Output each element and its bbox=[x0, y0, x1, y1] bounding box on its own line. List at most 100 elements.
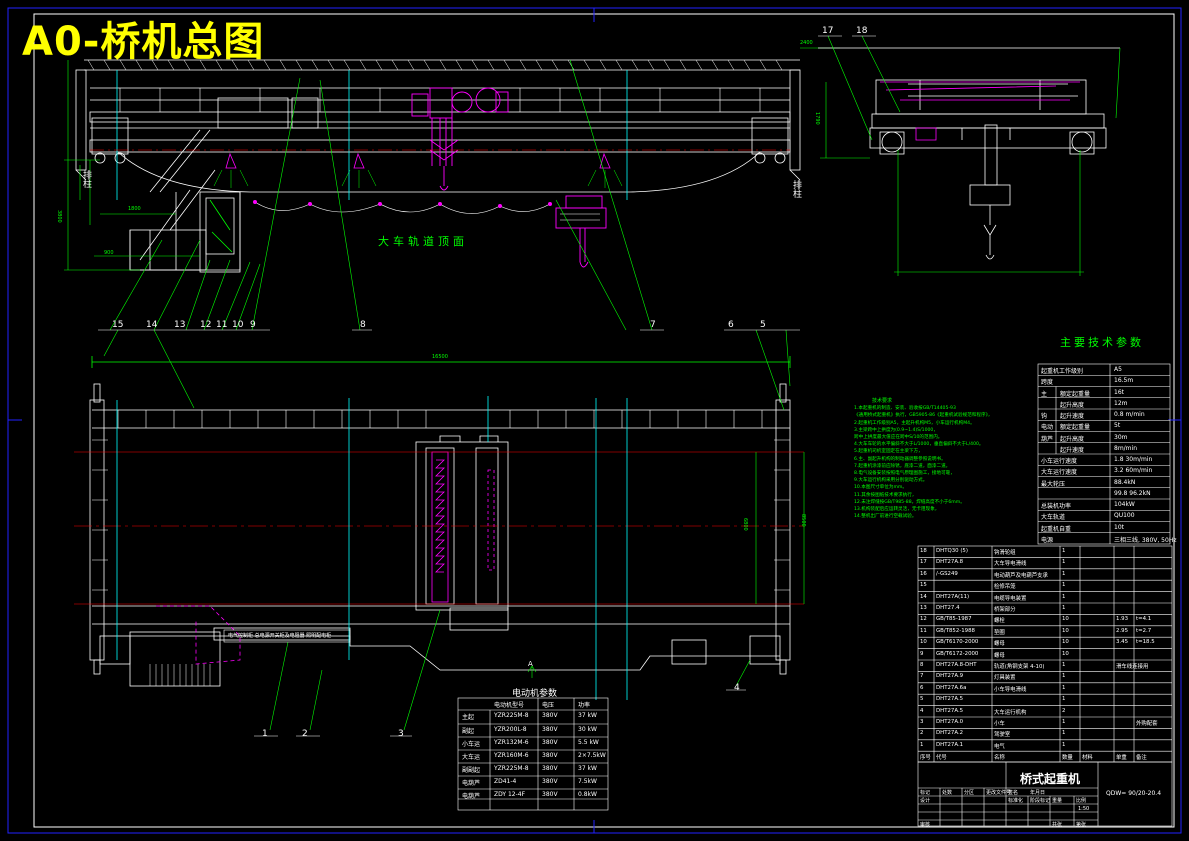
bom-cell: DHT27A.0 bbox=[936, 719, 964, 725]
tech-param-sublabel: 起升速度 bbox=[1060, 413, 1085, 420]
bom-cell: GB/T6170-2000 bbox=[936, 639, 979, 646]
motor-cell: 小车运 bbox=[462, 741, 481, 748]
bom-cell: 10 bbox=[1062, 627, 1069, 634]
electrical-panel-box bbox=[223, 629, 351, 643]
bom-cell: 检修吊笼 bbox=[994, 584, 1016, 591]
dim-top-right: 2400 bbox=[800, 40, 813, 46]
motor-params-heading: 电动机参数 bbox=[512, 689, 558, 699]
motor-cell: 大车运 bbox=[462, 754, 481, 761]
section-mark: A bbox=[528, 660, 533, 668]
title-block-label: 标记 bbox=[920, 790, 931, 796]
tech-param-sublabel: 额定起重量 bbox=[1060, 390, 1091, 398]
bom-cell: 15 bbox=[920, 582, 927, 589]
dim-side-width: 1790 bbox=[814, 112, 820, 125]
note-line: 14.整机出厂前进行空载试验。 bbox=[854, 514, 917, 520]
callout-15: 15 bbox=[112, 320, 124, 330]
motor-cell: 380V bbox=[542, 752, 558, 759]
tech-param-value: 三相三线, 380V, 50Hz bbox=[1114, 536, 1177, 544]
column-label-left: 排柱 bbox=[81, 170, 91, 188]
bom-cell: 1 bbox=[1062, 582, 1066, 589]
bom-grid bbox=[917, 545, 1173, 763]
bom-cell: t=2.7 bbox=[1136, 627, 1152, 634]
callout-8: 8 bbox=[360, 320, 366, 330]
bom-cell: 灯具装置 bbox=[994, 675, 1016, 682]
bom-cell: 9 bbox=[920, 650, 924, 657]
callout-10: 10 bbox=[232, 320, 244, 330]
bom-cell: DHT27A(11) bbox=[936, 593, 970, 600]
motor-cell: 副起 bbox=[462, 728, 475, 735]
note-line: 13.机构装配后应运转灵活，无卡阻现象， bbox=[854, 507, 940, 513]
bom-cell: 螺母 bbox=[994, 652, 1005, 659]
callout-7: 7 bbox=[650, 320, 656, 330]
note-line: 《通用桥式起重机》执行，GB5905-86《起重机试验规范和程序》， bbox=[854, 413, 993, 419]
title-block-label: 分区 bbox=[964, 790, 975, 796]
column-label-right: 排柱 bbox=[791, 180, 801, 198]
tech-param-sublabel: 起升速度 bbox=[1060, 446, 1085, 454]
title-block-label: 签名 bbox=[1008, 790, 1019, 796]
bom-cell: 1 bbox=[1062, 593, 1066, 600]
bom-cell: 17 bbox=[920, 559, 927, 566]
bom-cell: 螺母 bbox=[994, 641, 1005, 648]
bom-cell: 1 bbox=[1062, 673, 1066, 680]
title-block-label: 共张 bbox=[1052, 822, 1063, 828]
bom-cell: 1 bbox=[1062, 719, 1066, 725]
callout-13: 13 bbox=[174, 320, 186, 330]
bom-cell: /-GS249 bbox=[936, 570, 958, 577]
motor-header-cell: 电动机型号 bbox=[494, 702, 525, 709]
bom-cell: 2.95 bbox=[1116, 627, 1129, 634]
tech-param-sublabel: 额定起重量 bbox=[1060, 424, 1091, 432]
note-line: 12.未注焊缝按GB/T985-88，焊缝高度不小于6mm。 bbox=[854, 499, 965, 505]
drawing-name: 桥式起重机 bbox=[1020, 772, 1081, 786]
tech-param-value: A5 bbox=[1114, 366, 1122, 373]
bom-cell: 1 bbox=[1062, 605, 1066, 611]
bom-cell: 12 bbox=[920, 616, 927, 623]
bom-cell: DHT27A.2 bbox=[936, 730, 964, 737]
tech-param-label: 起重机工作级别 bbox=[1041, 368, 1084, 375]
side-elevation-view bbox=[818, 47, 1120, 260]
dim-left-height: 3800 bbox=[56, 210, 62, 223]
note-line: 6.主、副起升机构的制动器调整参照说明书。 bbox=[854, 456, 946, 462]
note-line: 3.主梁跨中上拱度为(0.9~1.4)S/1000， bbox=[854, 427, 938, 433]
tech-param-label: 小车运行速度 bbox=[1041, 458, 1078, 465]
plan-center-lines bbox=[74, 451, 804, 605]
front-elevation-view bbox=[75, 59, 801, 273]
bom-cell: 8 bbox=[920, 662, 924, 668]
tech-param-value: 10t bbox=[1114, 523, 1124, 531]
tech-param-value: 12m bbox=[1114, 399, 1128, 407]
title-block-label: 处数 bbox=[942, 790, 953, 796]
bom-cell: 滑车线连接用 bbox=[1116, 664, 1149, 670]
motor-cell: YZR225M-8 bbox=[494, 712, 529, 719]
callout-4: 4 bbox=[734, 683, 740, 693]
title-block-label: 比例 bbox=[1076, 798, 1087, 804]
bom-cell: t=4.1 bbox=[1136, 616, 1152, 623]
bom-cell: 1 bbox=[1062, 696, 1066, 703]
bom-cell: DHT27A.6a bbox=[936, 684, 967, 691]
tech-param-label: 跨度 bbox=[1041, 379, 1054, 387]
motor-cell: 电葫芦 bbox=[462, 793, 481, 800]
bom-header-cell: 备注 bbox=[1136, 755, 1147, 762]
callout-14: 14 bbox=[146, 320, 158, 330]
note-line: 7.起重机涂漆前应除锈，底漆二道，面漆二道。 bbox=[854, 463, 951, 469]
bom-cell: GB/T6172-2000 bbox=[936, 650, 979, 657]
bom-cell: 桥架部分 bbox=[994, 607, 1016, 613]
bom-cell: 13 bbox=[920, 605, 927, 611]
bom-cell: 电缆导电装置 bbox=[994, 595, 1027, 602]
bom-cell: 14 bbox=[920, 593, 927, 600]
note-line: 5.起重机司机室固定在主梁下方， bbox=[854, 449, 923, 455]
note-line: 1.本起重机的制造、安装、验收按GB/T14405-93 bbox=[854, 406, 956, 412]
bom-cell: 1 bbox=[1062, 741, 1066, 748]
motor-cell: 380V bbox=[542, 791, 558, 798]
bom-cell: 10 bbox=[1062, 639, 1069, 646]
drawing-title: A0-桥机总图 bbox=[22, 19, 265, 65]
bom-cell: 电动葫芦及电葫芦支承 bbox=[994, 572, 1048, 579]
callout-11: 11 bbox=[216, 320, 228, 330]
bom-cell: 10 bbox=[920, 639, 927, 646]
bom-cell: DHT27A.9 bbox=[936, 673, 964, 680]
bom-cell: DHT27A.1 bbox=[936, 741, 964, 748]
tech-param-label: 钩 bbox=[1041, 413, 1048, 420]
motor-cell: 30 kW bbox=[578, 726, 597, 733]
motor-cell: 副副起 bbox=[462, 767, 481, 774]
callout-17: 17 bbox=[822, 26, 834, 36]
title-block-label: 设计 bbox=[920, 798, 931, 804]
bom-header-cell: 序号 bbox=[920, 755, 931, 762]
